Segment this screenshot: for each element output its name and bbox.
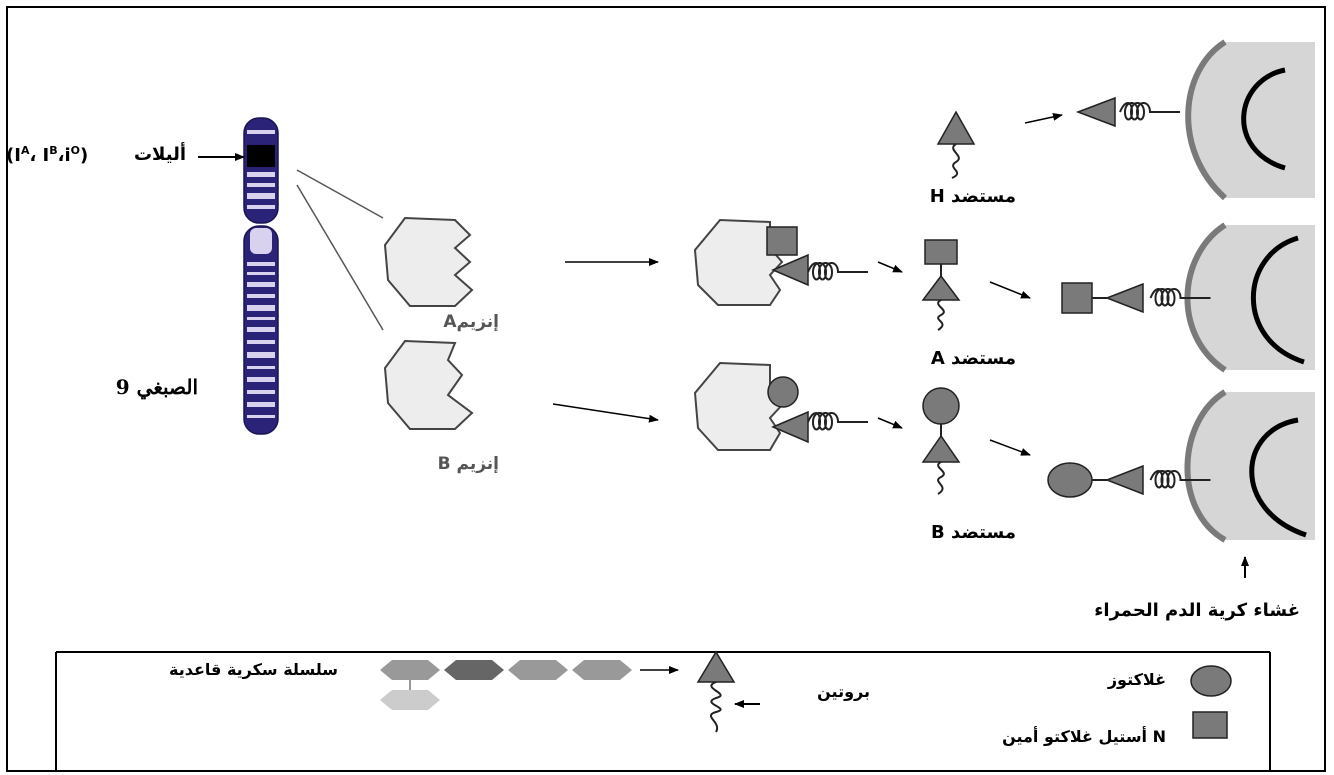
legend-protein-label: بروتين xyxy=(817,682,870,701)
galactose-symbol xyxy=(1190,665,1232,697)
chromosome-9 xyxy=(243,117,279,435)
arrow xyxy=(989,281,1031,299)
chromosome-label: الصبغي 9 xyxy=(115,375,198,399)
oligosaccharide-chain-symbol xyxy=(380,660,632,710)
protein-symbol xyxy=(696,650,736,733)
legend-oligosaccharide-label: سلسلة سكرية قاعدية xyxy=(169,660,338,679)
legend-galactose-label: غلاكتوز xyxy=(1107,670,1166,689)
legend-box xyxy=(55,651,1271,770)
arrow xyxy=(1024,112,1063,124)
enzyme-b-label: إنزيم B xyxy=(437,454,499,474)
membrane-antigen-h xyxy=(1075,96,1182,128)
enzyme-a-complex xyxy=(693,218,868,306)
legend-nag-label: N أستيل غلاكتو أمين xyxy=(1002,727,1166,746)
enzyme-a xyxy=(383,216,474,307)
alleles-label: أليلات xyxy=(134,144,186,165)
gene-line xyxy=(296,169,384,219)
alleles-text: أليلات xyxy=(133,144,186,165)
rbc-membrane-label: غشاء كرية الدم الحمراء xyxy=(1094,600,1300,621)
gene-line xyxy=(296,184,384,331)
arrow xyxy=(989,439,1031,456)
membrane-antigen-a xyxy=(1061,282,1212,314)
alleles-formula: (IA، IB،iO) xyxy=(6,144,89,166)
arrow xyxy=(877,261,903,273)
antigen-h-molecule xyxy=(936,110,976,179)
nag-symbol xyxy=(1192,711,1228,739)
membrane-antigen-b xyxy=(1047,462,1212,498)
antigen-a-molecule xyxy=(921,239,961,331)
rbc-membrane-h xyxy=(1185,39,1315,201)
antigen-b-label: مستضد B xyxy=(931,522,1016,543)
antigen-a-label: مستضد A xyxy=(930,348,1016,369)
diagram-frame xyxy=(6,6,1326,772)
arrow xyxy=(877,417,903,429)
antigen-h-label: مستضد H xyxy=(929,186,1016,207)
rbc-membrane-a xyxy=(1184,222,1315,373)
antigen-b-molecule xyxy=(921,387,961,495)
enzyme-b xyxy=(383,339,474,430)
arrow xyxy=(552,403,659,423)
rbc-membrane-b xyxy=(1184,389,1315,543)
enzyme-b-complex xyxy=(693,361,868,451)
enzyme-a-label: إنزيمA xyxy=(443,312,499,332)
